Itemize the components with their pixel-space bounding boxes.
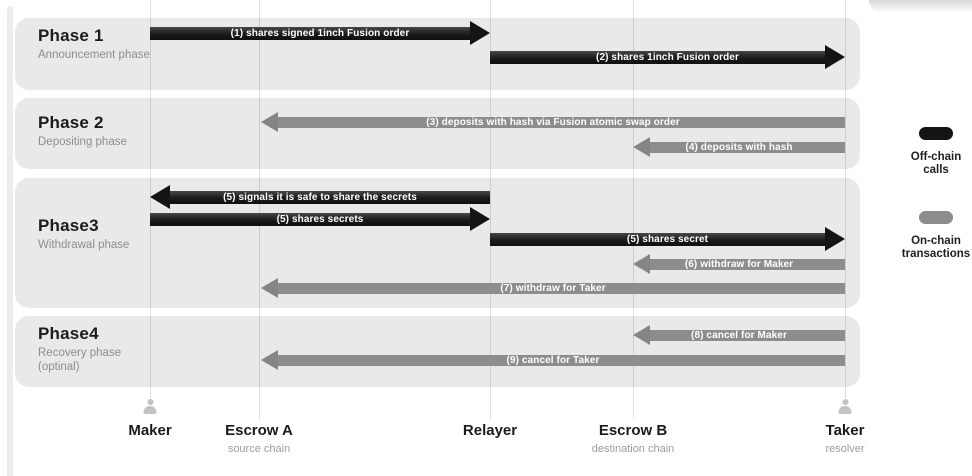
phase-title: Phase3 — [38, 216, 99, 235]
legend-item-onchain: On-chain transactions — [891, 211, 972, 261]
onchain-swatch-icon — [919, 211, 953, 224]
arrow-11: (9) cancel for Taker — [261, 350, 845, 370]
arrow-bar — [650, 258, 845, 270]
phase-subtitle: Announcement phase — [38, 49, 150, 61]
arrow-2: (2) shares 1inch Fusion order — [490, 45, 845, 69]
legend-offchain-line2: calls — [923, 164, 949, 177]
actor-label: Taker — [825, 422, 865, 439]
arrowhead-left-icon — [261, 278, 278, 298]
arrowhead-right-icon — [470, 207, 490, 231]
person-head-shape — [147, 399, 153, 405]
actor-subtitle: resolver — [825, 443, 865, 455]
arrow-label: (2) shares 1inch Fusion order — [596, 51, 739, 63]
offchain-swatch-icon — [919, 127, 953, 140]
arrow-bar — [278, 282, 845, 294]
actor-escrow-a: Escrow A source chain — [225, 422, 293, 455]
person-icon — [143, 399, 157, 414]
person-icon — [838, 399, 852, 414]
arrow-label: (5) shares secret — [626, 233, 709, 245]
arrow-bar — [278, 116, 845, 128]
arrowhead-left-icon — [633, 137, 650, 157]
arrow-bar — [170, 190, 490, 204]
lane-line-escrow-b — [633, 0, 634, 418]
arrow-bar — [650, 329, 845, 341]
arrow-8: (6) withdraw for Maker — [633, 254, 845, 274]
arrow-9: (7) withdraw for Taker — [261, 278, 845, 298]
actor-label: Relayer — [462, 422, 518, 439]
legend-onchain-line2: transactions — [901, 248, 971, 261]
actor-label: Maker — [128, 422, 172, 439]
arrow-5: (5) signals it is safe to share the secr… — [150, 185, 490, 209]
legend-item-offchain: Off-chain calls — [891, 127, 972, 177]
arrowhead-left-icon — [633, 325, 650, 345]
phase-label: Phase 1 Announcement phase — [38, 26, 150, 63]
arrow-label: (4) deposits with hash — [685, 141, 793, 153]
actor-taker: Taker resolver — [825, 422, 864, 455]
arrow-label: (1) shares signed 1inch Fusion order — [230, 27, 410, 39]
arrow-3: (3) deposits with hash via Fusion atomic… — [261, 112, 845, 132]
actor-subtitle: destination chain — [591, 443, 675, 455]
actor-label: Escrow B — [598, 422, 668, 439]
arrowhead-right-icon — [825, 227, 845, 251]
actor-label: Escrow A — [225, 422, 293, 439]
arrow-label: (5) shares secrets — [276, 213, 364, 225]
phase-subtitle: Depositing phase — [38, 136, 127, 148]
phase-label: Phase 2 Depositing phase — [38, 113, 127, 150]
person-body-shape — [143, 406, 157, 414]
legend-offchain-line1: Off-chain — [910, 151, 962, 163]
arrowhead-right-icon — [470, 21, 490, 45]
arrowhead-left-icon — [150, 185, 170, 209]
arrowhead-right-icon — [825, 45, 845, 69]
legend-onchain-line1: On-chain — [911, 235, 961, 247]
arrow-1: (1) shares signed 1inch Fusion order — [150, 21, 490, 45]
lane-line-relayer — [490, 0, 491, 420]
phase-band-2: Phase 2 Depositing phase — [15, 98, 860, 169]
arrowhead-left-icon — [261, 350, 278, 370]
arrow-bar — [150, 212, 470, 226]
arrow-7: (5) shares secret — [490, 227, 845, 251]
arrow-bar — [650, 141, 845, 153]
arrow-bar — [278, 354, 845, 366]
phase-title: Phase4 — [38, 324, 99, 343]
actor-escrow-b: Escrow B destination chain — [592, 422, 675, 455]
lane-line-taker — [845, 0, 846, 398]
phase-subtitle: Withdrawal phase — [38, 239, 130, 251]
arrow-6: (5) shares secrets — [150, 207, 490, 231]
arrow-bar — [490, 50, 825, 64]
arrow-4: (4) deposits with hash — [633, 137, 845, 157]
phase-subtitle: Recovery phase (optinal) — [38, 347, 122, 373]
legend-offchain-label: Off-chain calls — [891, 151, 972, 177]
arrow-label: (8) cancel for Maker — [691, 329, 787, 341]
arrowhead-left-icon — [633, 254, 650, 274]
arrow-label: (7) withdraw for Taker — [500, 282, 606, 294]
legend-onchain-label: On-chain transactions — [891, 235, 972, 261]
phase-title: Phase 2 — [38, 113, 104, 132]
phase-title: Phase 1 — [38, 26, 104, 45]
top-right-shade — [869, 0, 972, 13]
actor-subtitle: source chain — [227, 443, 291, 455]
arrowhead-left-icon — [261, 112, 278, 132]
person-body-shape — [838, 406, 852, 414]
lane-line-escrow-a — [259, 0, 260, 420]
arrow-bar — [150, 26, 470, 40]
arrow-label: (9) cancel for Taker — [506, 354, 600, 366]
person-head-shape — [842, 399, 848, 405]
arrow-label: (6) withdraw for Maker — [684, 258, 794, 270]
arrow-10: (8) cancel for Maker — [633, 325, 845, 345]
actor-relayer: Relayer — [463, 422, 517, 439]
arrow-label: (3) deposits with hash via Fusion atomic… — [426, 116, 680, 128]
actor-maker: Maker — [128, 422, 171, 439]
left-edge-strip — [7, 6, 13, 476]
arrow-bar — [490, 232, 825, 246]
arrow-label: (5) signals it is safe to share the secr… — [223, 191, 417, 203]
